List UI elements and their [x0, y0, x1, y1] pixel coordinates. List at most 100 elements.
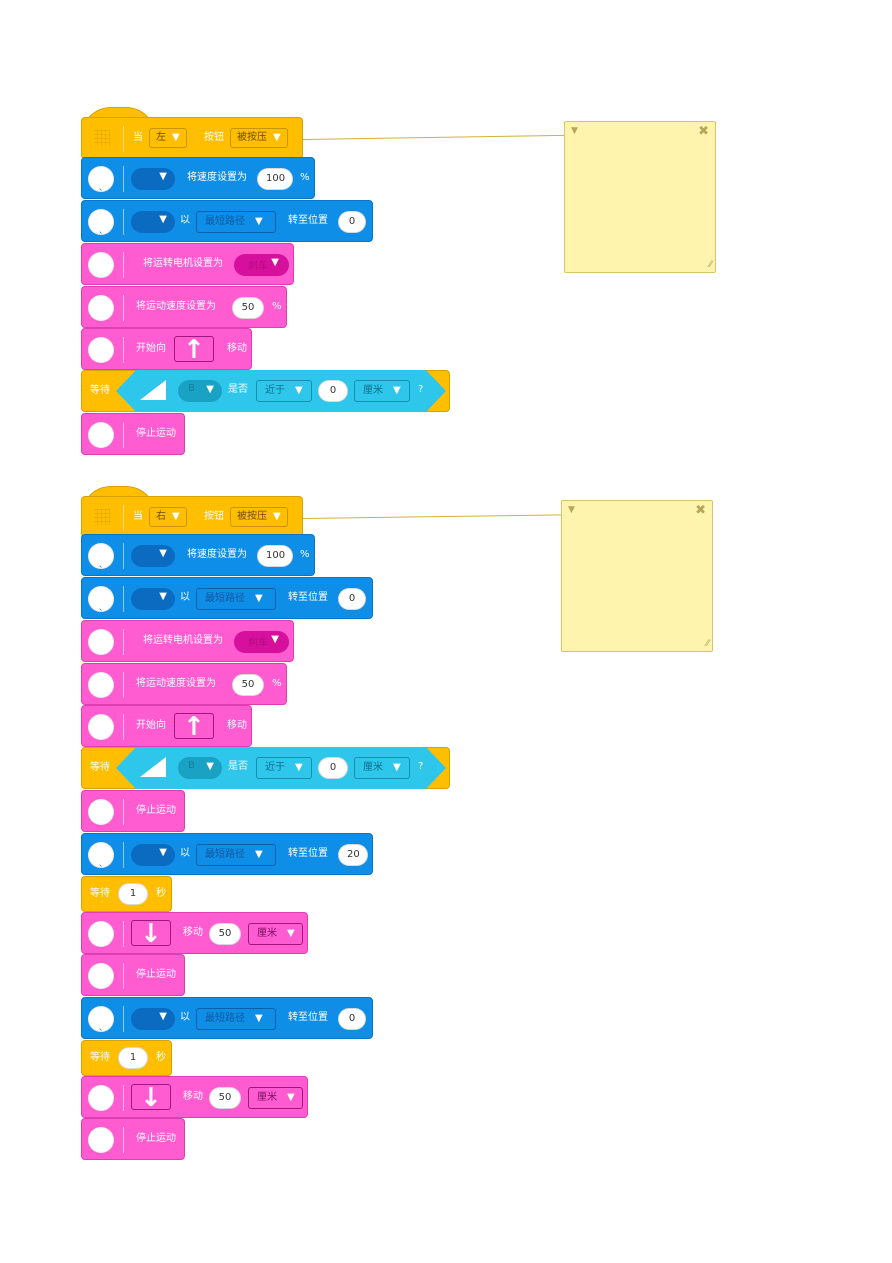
path-dropdown[interactable]: 最短路径▼ [196, 1008, 276, 1030]
movement-icon [88, 921, 114, 947]
distance-input[interactable]: 0 [318, 757, 348, 779]
button-state-dropdown[interactable]: 被按压▼ [230, 128, 288, 148]
motor-port-dropdown[interactable]: ▼ [131, 1008, 175, 1030]
position-input[interactable]: 0 [338, 211, 366, 233]
motor-icon: 、 [88, 842, 114, 868]
motor-port-dropdown[interactable]: ▼ [131, 545, 175, 567]
button-side-dropdown[interactable]: 左▼ [149, 128, 187, 148]
move-speed-input[interactable]: 50 [232, 674, 264, 696]
start-moving-block[interactable]: 开始向 ↑ 移动 [81, 328, 252, 370]
set-movement-speed-block[interactable]: 将运动速度设置为 50 % [81, 663, 287, 705]
path-value: 最短路径 [205, 1013, 245, 1024]
comparison-dropdown[interactable]: 近于▼ [256, 757, 312, 779]
speed-input[interactable]: 100 [257, 168, 293, 190]
wait-seconds-block[interactable]: 等待 1 秒 [81, 1040, 172, 1076]
dropdown-arrow-icon: ▼ [172, 511, 180, 522]
block-divider [123, 126, 124, 152]
path-dropdown[interactable]: 最短路径▼ [196, 844, 276, 866]
distance-sensor-condition[interactable]: B▼ 是否 近于▼ 0 厘米▼ ? [116, 747, 446, 789]
motor-port-dropdown[interactable]: ▼ [131, 168, 175, 190]
movement-icon [88, 714, 114, 740]
sensor-port-dropdown[interactable]: B▼ [178, 757, 222, 779]
path-dropdown[interactable]: 最短路径▼ [196, 211, 276, 233]
hub-grid-icon [94, 130, 110, 146]
close-icon[interactable]: ✖ [695, 503, 706, 518]
wait-seconds-input[interactable]: 1 [118, 1047, 148, 1069]
wait-seconds-block[interactable]: 等待 1 秒 [81, 876, 172, 912]
arrow-up-icon: ↑ [183, 712, 205, 742]
motor-go-to-position-block[interactable]: 、 ▼ 以 最短路径▼ 转至位置 0 [81, 997, 373, 1039]
comment-note[interactable]: ▼ ✖ ⁄⁄ [564, 121, 716, 273]
percent-label: % [272, 301, 282, 312]
set-motor-stop-block[interactable]: 将运转电机设置为 刹车▼ [81, 620, 294, 662]
move-distance-block[interactable]: ↓ 移动 50 厘米▼ [81, 912, 308, 954]
move-distance-block[interactable]: ↓ 移动 50 厘米▼ [81, 1076, 308, 1118]
unit-dropdown[interactable]: 厘米▼ [354, 757, 410, 779]
motor-port-dropdown[interactable]: ▼ [131, 588, 175, 610]
motor-port-dropdown[interactable]: ▼ [131, 211, 175, 233]
position-input[interactable]: 20 [338, 844, 368, 866]
close-icon[interactable]: ✖ [698, 124, 709, 139]
motor-go-to-position-block[interactable]: 、 ▼ 以 最短路径▼ 转至位置 0 [81, 200, 373, 242]
position-input[interactable]: 0 [338, 588, 366, 610]
wait-label: 等待 [90, 385, 110, 396]
turn-to-position-label: 转至位置 [288, 1012, 328, 1023]
collapse-chevron-icon[interactable]: ▼ [568, 505, 575, 515]
dropdown-arrow-icon: ▼ [295, 385, 303, 396]
move-distance-input[interactable]: 50 [209, 1087, 241, 1109]
movement-icon [88, 252, 114, 278]
set-movement-speed-block[interactable]: 将运动速度设置为 50 % [81, 286, 287, 328]
distance-sensor-icon [140, 380, 166, 400]
dropdown-arrow-icon: ▼ [255, 593, 263, 604]
unit-dropdown[interactable]: 厘米▼ [248, 1087, 303, 1109]
sensor-port-dropdown[interactable]: B▼ [178, 380, 222, 402]
comment-note[interactable]: ▼ ✖ ⁄⁄ [561, 500, 713, 652]
dropdown-arrow-icon: ▼ [393, 762, 401, 773]
block-divider [123, 422, 124, 448]
resize-handle-icon[interactable]: ⁄⁄ [708, 260, 712, 270]
direction-dropdown[interactable]: ↓ [131, 1083, 171, 1113]
path-dropdown[interactable]: 最短路径▼ [196, 588, 276, 610]
direction-dropdown[interactable]: ↑ [174, 335, 214, 365]
unit-dropdown[interactable]: 厘米▼ [248, 923, 303, 945]
dropdown-arrow-icon: ▼ [159, 214, 167, 225]
stop-moving-block[interactable]: 停止运动 [81, 1118, 185, 1160]
direction-dropdown[interactable]: ↑ [174, 712, 214, 742]
wait-seconds-input[interactable]: 1 [118, 883, 148, 905]
set-motor-stop-block[interactable]: 将运转电机设置为 刹车▼ [81, 243, 294, 285]
motor-set-speed-block[interactable]: 、 ▼ 将速度设置为 100 % [81, 534, 315, 576]
stop-moving-block[interactable]: 停止运动 [81, 790, 185, 832]
position-input[interactable]: 0 [338, 1008, 366, 1030]
block-divider [123, 799, 124, 825]
button-state-dropdown[interactable]: 被按压▼ [230, 507, 288, 527]
collapse-chevron-icon[interactable]: ▼ [571, 126, 578, 136]
motor-set-speed-block[interactable]: 、 ▼ 将速度设置为 100 % [81, 157, 315, 199]
motor-go-to-position-block[interactable]: 、 ▼ 以 最短路径▼ 转至位置 20 [81, 833, 373, 875]
stop-action-dropdown[interactable]: 刹车▼ [234, 631, 289, 653]
comparison-dropdown[interactable]: 近于▼ [256, 380, 312, 402]
button-side-dropdown[interactable]: 右▼ [149, 507, 187, 527]
speed-input[interactable]: 100 [257, 545, 293, 567]
distance-sensor-condition[interactable]: B▼ 是否 近于▼ 0 厘米▼ ? [116, 370, 446, 412]
stop-moving-block[interactable]: 停止运动 [81, 413, 185, 455]
button-label: 按钮 [204, 511, 224, 522]
when-button-pressed-block[interactable]: 当 右▼ 按钮 被按压▼ [81, 496, 303, 538]
distance-input[interactable]: 0 [318, 380, 348, 402]
motor-port-dropdown[interactable]: ▼ [131, 844, 175, 866]
move-speed-input[interactable]: 50 [232, 297, 264, 319]
direction-dropdown[interactable]: ↓ [131, 919, 171, 949]
motor-go-to-position-block[interactable]: 、 ▼ 以 最短路径▼ 转至位置 0 [81, 577, 373, 619]
stop-moving-block[interactable]: 停止运动 [81, 954, 185, 996]
move-distance-input[interactable]: 50 [209, 923, 241, 945]
movement-icon [88, 337, 114, 363]
movement-icon [88, 1085, 114, 1111]
when-button-pressed-block[interactable]: 当 左▼ 按钮 被按压▼ [81, 117, 303, 159]
unit-dropdown[interactable]: 厘米▼ [354, 380, 410, 402]
stop-action-dropdown[interactable]: 刹车▼ [234, 254, 289, 276]
wait-label: 等待 [90, 1052, 110, 1063]
dropdown-arrow-icon: ▼ [287, 1092, 295, 1103]
unit-value: 厘米 [257, 928, 277, 939]
resize-handle-icon[interactable]: ⁄⁄ [705, 639, 709, 649]
block-divider [123, 1006, 124, 1032]
start-moving-block[interactable]: 开始向 ↑ 移动 [81, 705, 252, 747]
